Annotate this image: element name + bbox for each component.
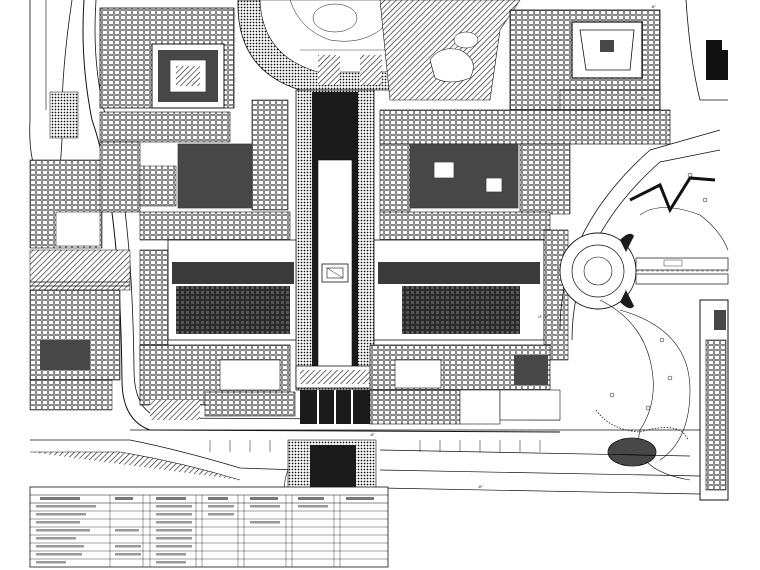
main-wings xyxy=(139,229,569,361)
south-road xyxy=(130,429,701,495)
level-label-bottom-center: 1F xyxy=(370,432,375,437)
level-label-right: 1F xyxy=(640,96,645,101)
east-landscape xyxy=(595,172,729,481)
legend-table-text-placeholders xyxy=(36,497,374,564)
upper-right-building xyxy=(379,0,671,241)
central-axis xyxy=(284,89,377,506)
legend-table xyxy=(29,486,389,568)
lower-buildings xyxy=(139,344,561,425)
entrance-label: 1F xyxy=(478,484,483,489)
level-label-top-right: 1F xyxy=(651,4,656,9)
parking-stalls xyxy=(209,440,541,452)
right-edge-building xyxy=(685,0,729,501)
roundabout xyxy=(559,129,729,341)
left-road-area xyxy=(29,0,561,481)
level-label-mid-right: 1F - 1F xyxy=(538,315,548,319)
upper-left-building xyxy=(99,7,291,241)
